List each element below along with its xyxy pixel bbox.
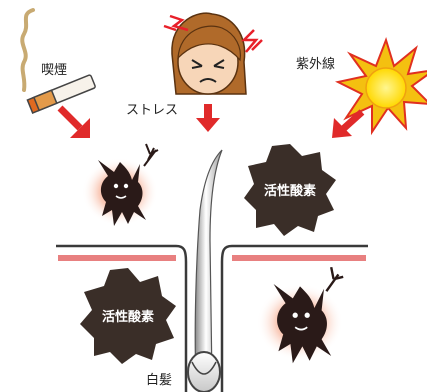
hair-follicle-icon <box>187 149 223 392</box>
uv-label: 紫外線 <box>296 56 335 72</box>
devil-icon <box>256 266 344 364</box>
stressed-face-icon <box>163 12 263 95</box>
cigarette-icon <box>20 8 96 114</box>
active-oxygen-label-1: 活性酸素 <box>264 183 316 199</box>
stress-label: ストレス <box>126 103 178 118</box>
scalp-layers <box>56 244 368 392</box>
devil-icon <box>82 143 159 226</box>
arrow-uv <box>332 109 365 138</box>
active-oxygen-badge <box>80 268 176 364</box>
arrow-smoking <box>57 105 90 138</box>
smoking-label: 喫煙 <box>41 63 67 78</box>
white-hair-label: 白髪 <box>146 372 172 388</box>
arrow-stress <box>196 104 220 132</box>
sun-icon <box>335 36 427 136</box>
active-oxygen-badge <box>244 144 336 236</box>
active-oxygen-label-2: 活性酸素 <box>102 309 154 325</box>
